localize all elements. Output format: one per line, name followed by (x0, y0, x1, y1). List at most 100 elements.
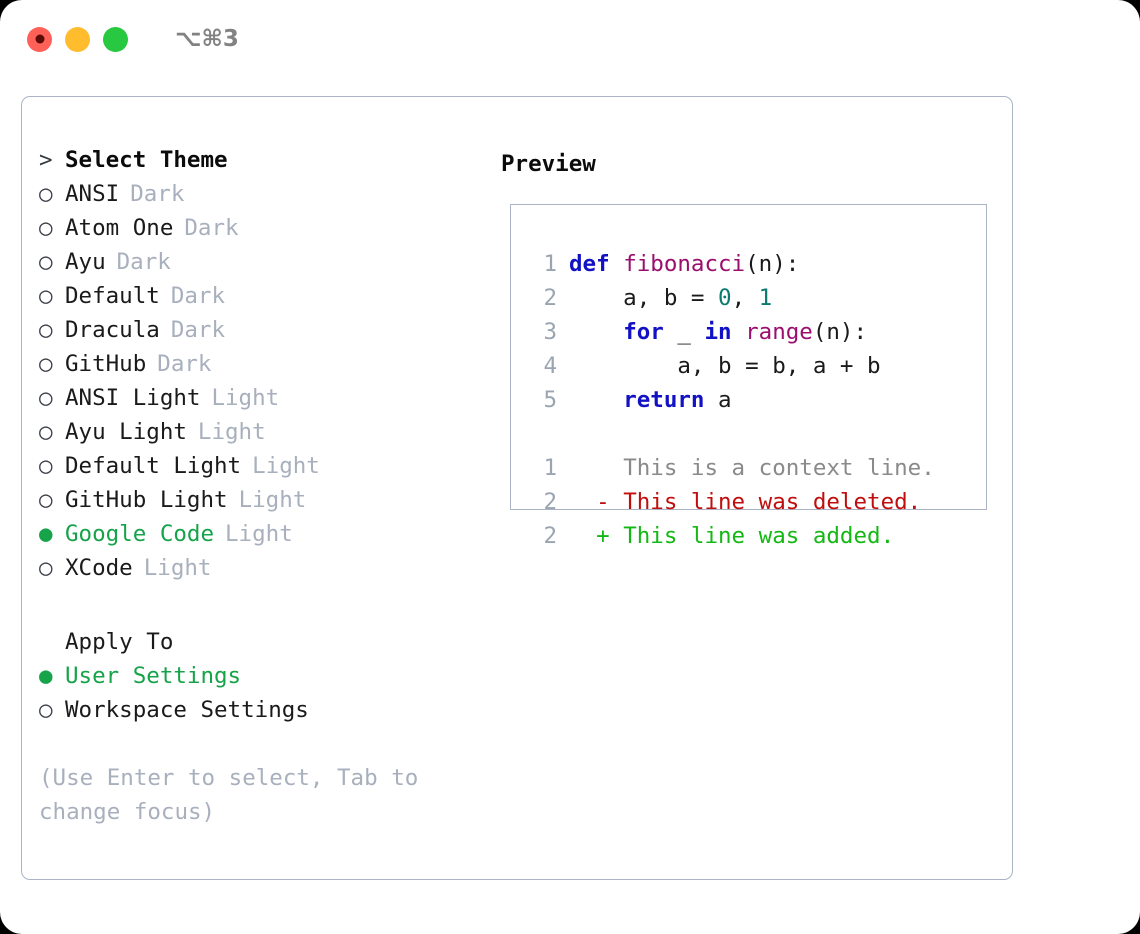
line-number: 1 (543, 455, 557, 481)
line-number: 2 (543, 523, 557, 549)
line-number: 1 (543, 251, 557, 277)
diff-marker: + (569, 523, 624, 549)
diff-line-text: This line was added. (623, 523, 895, 549)
theme-option-label: Default (65, 283, 160, 309)
radio-selected-icon: ● (39, 663, 53, 689)
theme-variant-badge: Light (225, 521, 293, 547)
radio-empty-icon: ○ (39, 419, 53, 445)
theme-option-label: ANSI Light (65, 385, 201, 411)
code-token: (n): (745, 251, 800, 277)
code-token (569, 319, 623, 345)
radio-empty-icon: ○ (39, 215, 53, 241)
theme-variant-badge: Light (197, 419, 266, 445)
theme-option-label: Default Light (65, 453, 242, 479)
diff-line-text: This line was deleted. (623, 489, 922, 515)
radio-selected-icon: ● (39, 521, 53, 547)
theme-option-ansi-light[interactable]: ○ ANSI Light Light (39, 385, 489, 419)
line-number: 4 (543, 353, 557, 379)
radio-empty-icon: ○ (39, 697, 53, 723)
line-number: 2 (543, 489, 557, 515)
theme-variant-badge: Dark (116, 249, 171, 275)
code-token: a (704, 387, 732, 413)
code-token: a, b = (569, 285, 719, 311)
line-number: 3 (543, 319, 557, 345)
theme-option-label: GitHub (65, 351, 147, 377)
radio-empty-icon: ○ (39, 487, 53, 513)
keyboard-shortcut-label: ⌥⌘3 (175, 26, 239, 52)
theme-option-label: Atom One (65, 215, 174, 241)
line-number: 2 (543, 285, 557, 311)
title-bar: ⌥⌘3 (0, 0, 1140, 78)
theme-option-label: GitHub Light (65, 487, 228, 513)
maximize-button[interactable] (103, 26, 128, 52)
radio-empty-icon: ○ (39, 385, 53, 411)
radio-empty-icon: ○ (39, 555, 53, 581)
code-token: for (623, 319, 664, 345)
code-line: 1 def fibonacci(n): (531, 247, 935, 281)
radio-empty-icon: ○ (39, 317, 53, 343)
theme-option-google-code[interactable]: ● Google Code Light (39, 521, 489, 555)
theme-option-label: Google Code (65, 521, 215, 547)
code-line: 2 a, b = 0, 1 (531, 281, 935, 315)
theme-option-github-light[interactable]: ○ GitHub Light Light (39, 487, 489, 521)
radio-empty-icon: ○ (39, 181, 53, 207)
diff-line-text: This is a context line. (623, 455, 935, 481)
theme-option-atom-one[interactable]: ○ Atom One Dark (39, 215, 489, 249)
diff-line-context: 1 This is a context line. (531, 451, 935, 485)
select-theme-heading: > Select Theme (39, 147, 228, 173)
code-line-text: def fibonacci(n): (569, 247, 799, 281)
theme-option-label: Dracula (65, 317, 160, 343)
theme-variant-badge: Dark (130, 181, 185, 207)
theme-option-ayu-light[interactable]: ○ Ayu Light Light (39, 419, 489, 453)
theme-variant-badge: Dark (184, 215, 239, 241)
code-token: def (569, 251, 610, 277)
code-line: 4 a, b = b, a + b (531, 349, 935, 383)
code-token: 1 (758, 285, 773, 311)
code-line-text: return a (569, 383, 732, 417)
code-token: return (623, 387, 705, 413)
code-line-text: a, b = b, a + b (569, 349, 881, 383)
theme-option-label: Ayu Light (65, 419, 187, 445)
prompt-caret-icon: > (39, 147, 53, 173)
window-controls (27, 26, 128, 52)
code-token: a, b = b, a + b (569, 353, 881, 379)
code-token (732, 319, 746, 345)
diff-marker: - (569, 489, 624, 515)
code-token: , (731, 285, 759, 311)
code-token: fibonacci (623, 251, 746, 277)
theme-variant-badge: Light (238, 487, 307, 513)
code-token: (n): (812, 319, 868, 345)
code-token: _ (663, 319, 705, 345)
theme-option-default[interactable]: ○ Default Dark (39, 283, 489, 317)
code-token: range (745, 319, 813, 345)
minimize-button[interactable] (65, 26, 90, 52)
keyboard-hint-text: (Use Enter to select, Tab to change focu… (39, 765, 419, 825)
theme-option-dracula[interactable]: ○ Dracula Dark (39, 317, 489, 351)
code-token: 0 (718, 285, 732, 311)
diff-marker (569, 451, 623, 485)
apply-to-heading: Apply To (65, 629, 174, 655)
close-button[interactable] (27, 26, 52, 52)
theme-variant-badge: Light (211, 385, 280, 411)
theme-variant-badge: Dark (170, 317, 226, 343)
radio-empty-icon: ○ (39, 283, 53, 309)
apply-to-option-workspace-settings[interactable]: ○Workspace Settings (39, 697, 489, 731)
apply-to-option-user-settings[interactable]: ●User Settings (39, 663, 489, 697)
apply-to-list: ●User Settings○Workspace Settings (39, 663, 489, 731)
theme-option-label: Ayu (65, 249, 106, 275)
code-line-text: a, b = 0, 1 (569, 281, 772, 315)
theme-variant-badge: Light (143, 555, 212, 581)
preview-title: Preview (501, 151, 596, 177)
code-token (610, 251, 624, 277)
theme-variant-badge: Dark (170, 283, 226, 309)
